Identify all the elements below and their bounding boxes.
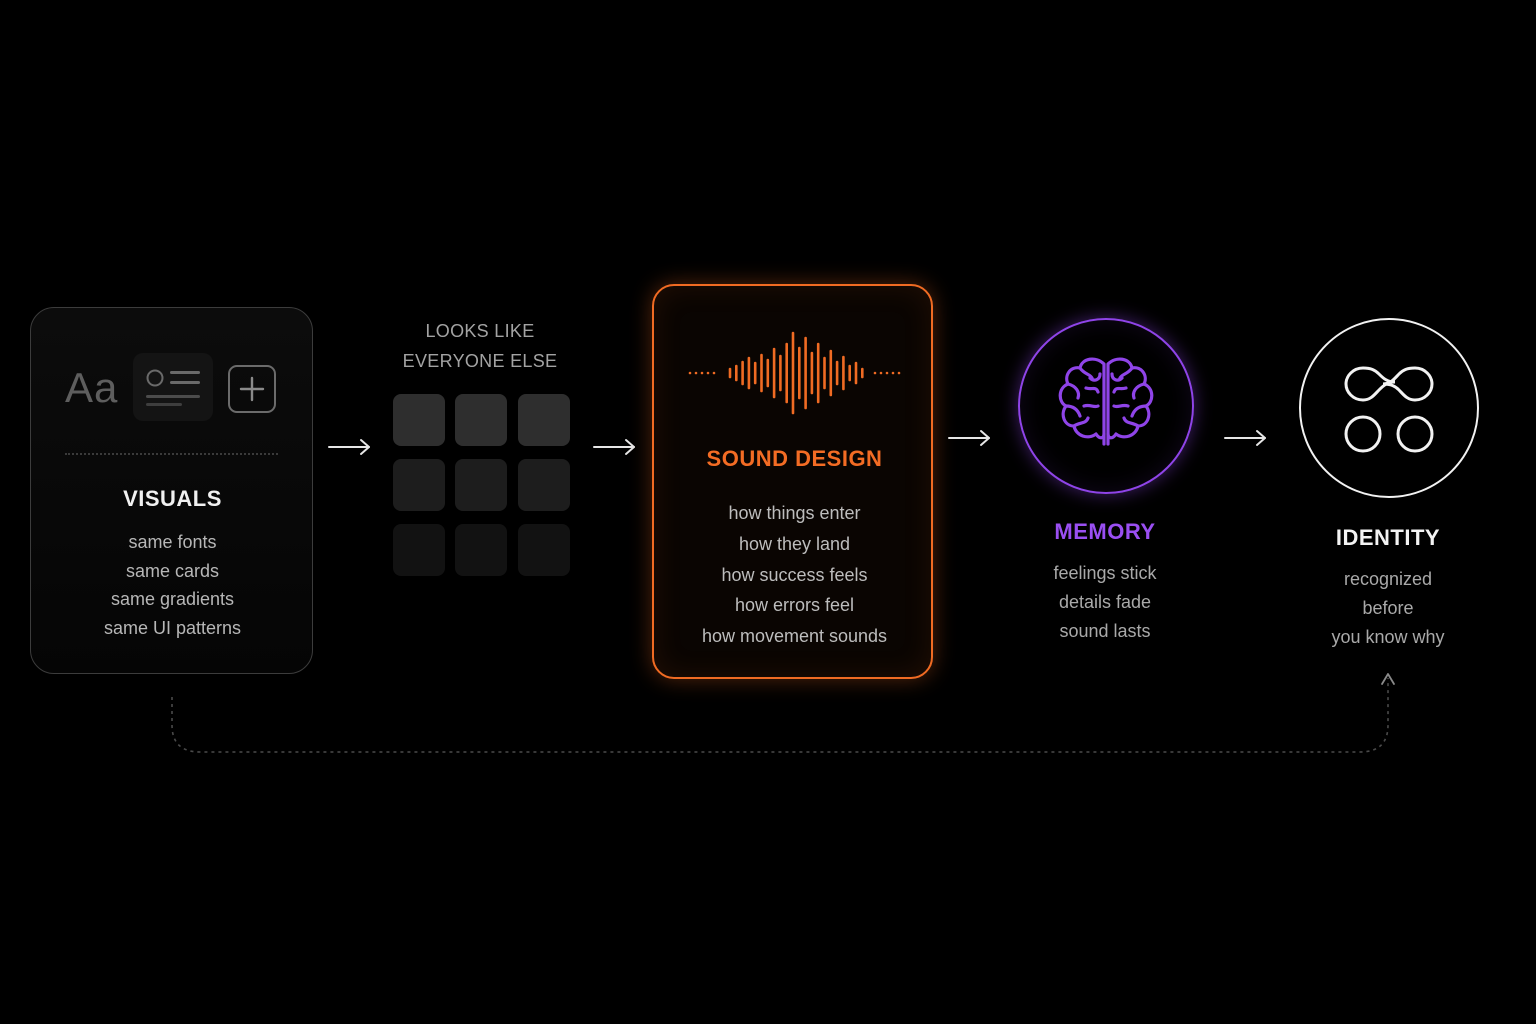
waveform-dot	[700, 371, 704, 375]
grid-tile	[393, 524, 445, 576]
visuals-line: same UI patterns	[103, 617, 242, 638]
visuals-line: same fonts	[128, 532, 217, 552]
grid-tile	[393, 459, 445, 511]
identity-line: before	[1362, 598, 1414, 618]
memory-circle	[1018, 318, 1194, 494]
sound-line: how things enter	[728, 503, 861, 523]
linked-circles-icon	[1344, 366, 1434, 453]
memory-line: feelings stick	[1053, 563, 1157, 583]
waveform-dot	[891, 371, 895, 375]
waveform-dot	[879, 371, 883, 375]
memory-description: feelings stick details fade sound lasts	[1005, 559, 1205, 646]
grid-tile	[455, 394, 507, 446]
divider	[65, 453, 278, 455]
looks-line-2: EVERYONE ELSE	[402, 351, 558, 371]
visuals-description: same fonts same cards same gradients sam…	[31, 528, 314, 642]
sound-line: how movement sounds	[701, 626, 888, 647]
sound-design-card: SOUND DESIGN how things enter how they l…	[652, 284, 933, 679]
waveform-dot	[694, 371, 698, 375]
identity-line: recognized	[1343, 569, 1433, 589]
waveform-dot	[706, 371, 710, 375]
grid-tile	[518, 459, 570, 511]
waveform-dot	[688, 371, 692, 375]
waveform-dot	[897, 371, 901, 375]
arrow-right-icon	[948, 430, 990, 446]
waveform-dot	[885, 371, 889, 375]
grid-tile	[455, 524, 507, 576]
loop-arrowhead-icon	[1381, 673, 1395, 685]
memory-line: details fade	[1058, 592, 1152, 612]
visuals-line: same cards	[125, 560, 220, 581]
ui-card-icon	[133, 353, 213, 421]
grid-tile	[393, 394, 445, 446]
sound-line: how success feels	[721, 564, 868, 585]
looks-line-1: LOOKS LIKE	[425, 321, 535, 341]
memory-title: MEMORY	[1054, 519, 1156, 544]
plus-icon	[228, 365, 276, 413]
sound-line: how they land	[738, 533, 851, 554]
arrow-right-icon	[328, 439, 370, 455]
typography-glyph: Aa	[65, 364, 119, 411]
grid-tile	[518, 524, 570, 576]
arrow-right-icon	[593, 439, 635, 455]
waveform-icon	[688, 331, 901, 415]
visuals-title: VISUALS	[123, 486, 222, 511]
visuals-line: same gradients	[110, 589, 235, 609]
grid-tile	[518, 394, 570, 446]
sound-design-title: SOUND DESIGN	[706, 446, 883, 471]
visuals-card: Aa VISUALS same fonts same cards same gr…	[30, 307, 313, 674]
identity-description: recognized before you know why	[1288, 565, 1488, 652]
waveform-dot	[712, 371, 716, 375]
looks-like-everyone-else-label: LOOKS LIKE EVERYONE ELSE	[380, 316, 580, 376]
grid-tile	[455, 459, 507, 511]
waveform-dot	[873, 371, 877, 375]
sound-line: how errors feel	[734, 595, 855, 616]
identity-circle	[1299, 318, 1479, 498]
sound-design-description: how things enter how they land how succe…	[654, 498, 935, 652]
identity-line: you know why	[1331, 627, 1445, 647]
brain-icon	[1058, 357, 1154, 446]
arrow-right-icon	[1224, 430, 1266, 446]
identity-title: IDENTITY	[1335, 525, 1441, 550]
tile-grid-icon	[393, 394, 573, 580]
memory-line: sound lasts	[1059, 621, 1151, 641]
